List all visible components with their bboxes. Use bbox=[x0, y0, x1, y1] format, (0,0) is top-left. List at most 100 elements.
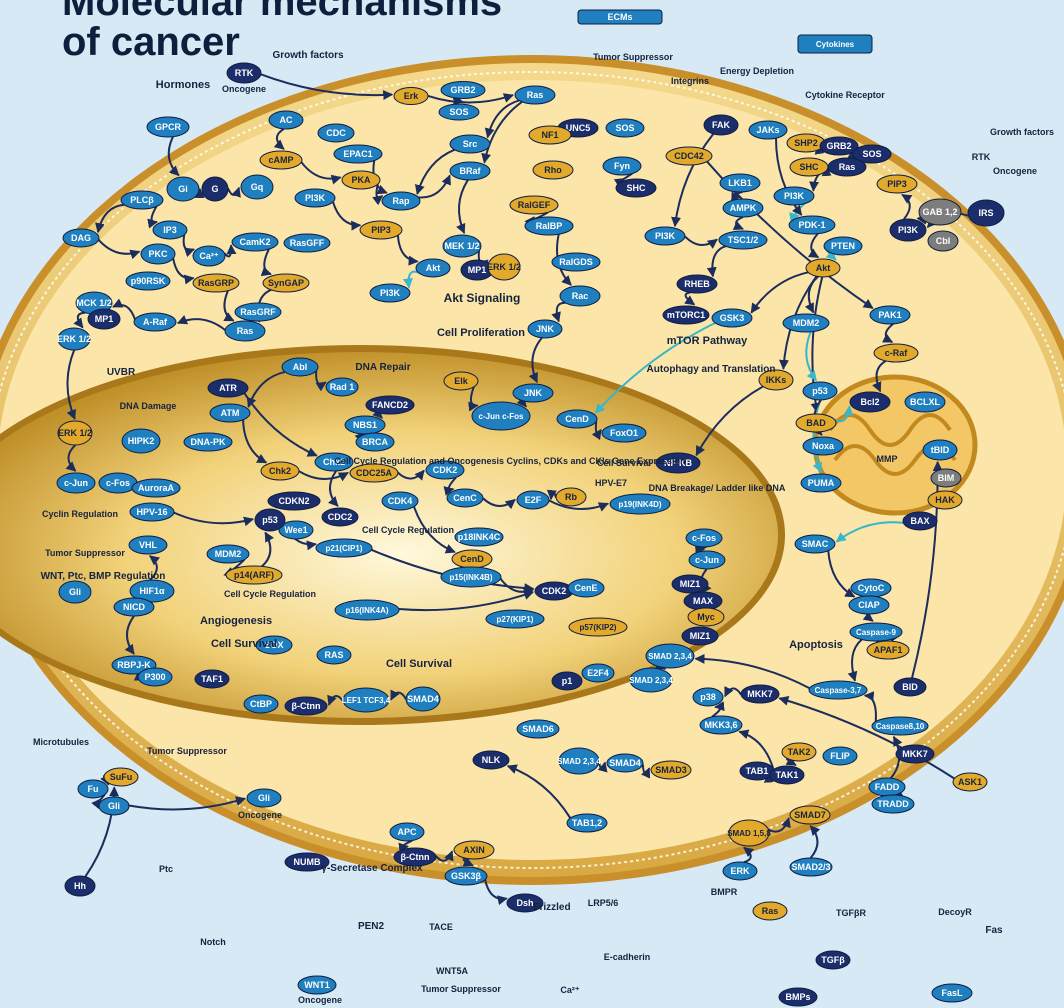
node-rasgrf2: RasGRF bbox=[235, 303, 281, 321]
node-flip: FLIP bbox=[823, 747, 857, 765]
node-cbl-label: Cbl bbox=[936, 236, 951, 246]
node-noxa: Noxa bbox=[803, 437, 843, 455]
node-rtk1-label: RTK bbox=[235, 68, 254, 78]
node-hh: Hh bbox=[65, 876, 95, 896]
node-grb2_r: GRB2 bbox=[820, 137, 858, 155]
node-mdm2: MDM2 bbox=[783, 314, 829, 332]
node-rasgrp-label: RasGRP bbox=[198, 278, 234, 288]
node-wee1-label: Wee1 bbox=[284, 525, 307, 535]
node-erk_b: ERK bbox=[723, 862, 757, 880]
node-tak2-label: TAK2 bbox=[788, 747, 811, 757]
node-p300-label: P300 bbox=[144, 672, 165, 682]
node-p53_n-label: p53 bbox=[262, 515, 278, 525]
node-ikk-label: IKKs bbox=[766, 375, 787, 385]
node-cfos_l-label: c-Fos bbox=[106, 478, 130, 488]
node-smac-label: SMAC bbox=[802, 539, 829, 549]
label-tace: TACE bbox=[429, 922, 453, 932]
node-noxa-label: Noxa bbox=[812, 441, 835, 451]
node-ca-label: Ca²⁺ bbox=[199, 251, 219, 261]
node-pi3k_l: PI3K bbox=[295, 189, 335, 207]
node-rad: Rad 1 bbox=[326, 378, 358, 396]
node-hbk: HAK bbox=[928, 491, 962, 509]
node-fyn: Fyn bbox=[603, 157, 641, 175]
node-sos2-label: SOS bbox=[615, 123, 634, 133]
node-ras_c: Ras bbox=[225, 321, 265, 341]
node-p300: P300 bbox=[138, 668, 172, 686]
node-sos_top: SOS bbox=[439, 104, 479, 120]
node-ras_n-label: RAS bbox=[324, 650, 343, 660]
node-erk12_c: ERK 1/2 bbox=[487, 254, 521, 280]
node-smad7-label: SMAD7 bbox=[794, 810, 826, 820]
label-tumor_supp_w: Tumor Suppressor bbox=[421, 984, 501, 994]
node-nlk: NLK bbox=[473, 751, 509, 769]
node-abl-label: Abl bbox=[293, 362, 308, 372]
node-pi3k_r-label: PI3K bbox=[784, 191, 805, 201]
node-cdk4-label: CDK4 bbox=[388, 496, 413, 506]
node-erk_top: Erk bbox=[394, 88, 428, 105]
label-wnt5a: WNT5A bbox=[436, 966, 468, 976]
node-grb2_top-label: GRB2 bbox=[450, 85, 475, 95]
node-jnk_c-label: JNK bbox=[536, 324, 555, 334]
node-lkb1-label: LKB1 bbox=[728, 178, 752, 188]
label-angiogenesis: Angiogenesis bbox=[200, 615, 272, 627]
node-casp810: Caspase8,10 bbox=[872, 717, 928, 735]
node-ctbp: CtBP bbox=[244, 695, 278, 713]
node-p27: p27(KIP1) bbox=[486, 610, 544, 628]
node-chk2: Chk2 bbox=[261, 462, 299, 480]
node-bclxl-label: BCLXL bbox=[910, 397, 940, 407]
node-p15: p15(INK4B) bbox=[441, 567, 501, 587]
node-p21-label: p21(CIP1) bbox=[326, 544, 363, 553]
node-pkc-label: PKC bbox=[148, 249, 168, 259]
node-pi3k_r: PI3K bbox=[774, 187, 814, 205]
node-jaks: JAKs bbox=[749, 121, 787, 139]
label-hpv_e7: HPV-E7 bbox=[595, 478, 627, 488]
node-shp2: SHP2 bbox=[787, 134, 825, 152]
node-p90: p90RSK bbox=[126, 272, 170, 290]
label-cytokine_rec: Cytokine Receptor bbox=[805, 90, 885, 100]
node-taf1-label: TAF1 bbox=[201, 674, 223, 684]
node-nbs1-label: NBS1 bbox=[353, 420, 377, 430]
node-tak1-label: TAK1 bbox=[776, 770, 799, 780]
node-gli_r: Gli bbox=[247, 789, 281, 807]
label-fas: Fas bbox=[985, 925, 1003, 936]
node-pi3k_c-label: PI3K bbox=[380, 288, 401, 298]
label-cell_survival_n: Cell Survival bbox=[597, 458, 651, 468]
node-pkc: PKC bbox=[141, 244, 175, 264]
node-g_c: G bbox=[202, 177, 228, 201]
node-bcl2: Bcl2 bbox=[850, 392, 890, 412]
node-pi3k_l-label: PI3K bbox=[305, 193, 326, 203]
node-apc-label: APC bbox=[397, 827, 417, 837]
node-sufu-label: SuFu bbox=[110, 772, 133, 782]
node-pi3k_c: PI3K bbox=[370, 284, 410, 302]
node-gsk3b-label: GSK3β bbox=[451, 871, 482, 881]
node-cfos_n: c-Fos bbox=[686, 529, 722, 547]
label-gamma_sec: γ-Secretase Complex bbox=[321, 863, 423, 874]
node-plc: PLCβ bbox=[121, 191, 163, 209]
node-grb2_top: GRB2 bbox=[441, 82, 485, 99]
node-pdk1: PDK-1 bbox=[789, 216, 835, 234]
node-aurora: AuroraA bbox=[132, 479, 180, 497]
node-fu: Fu bbox=[78, 780, 108, 798]
node-gli_c: Gli bbox=[99, 797, 129, 815]
node-smad4-label: SMAD4 bbox=[407, 694, 439, 704]
node-jnk_n-label: JNK bbox=[524, 388, 543, 398]
node-gab-label: GAB 1,2 bbox=[922, 207, 957, 217]
node-tsc: TSC1/2 bbox=[719, 231, 767, 249]
node-bid_m-label: tBID bbox=[931, 445, 950, 455]
node-p18-label: p18INK4C bbox=[458, 532, 501, 542]
label-dna_repair: DNA Repair bbox=[355, 362, 410, 373]
node-pten-label: PTEN bbox=[831, 241, 855, 251]
node-rad-label: Rad 1 bbox=[330, 382, 355, 392]
node-erk12_c-label: ERK 1/2 bbox=[487, 262, 521, 272]
node-cdc-label: CDC bbox=[326, 128, 346, 138]
node-gq-label: Gq bbox=[251, 182, 264, 192]
label-integrins: Integrins bbox=[671, 76, 709, 86]
label-decoyr: DecoyR bbox=[938, 907, 972, 917]
node-tgfb-label: TGFβ bbox=[821, 955, 845, 965]
node-gli_r-label: Gli bbox=[258, 793, 270, 803]
node-smad234-label: SMAD 2,3,4 bbox=[648, 652, 692, 661]
node-craf: c-Raf bbox=[874, 344, 918, 362]
node-rap: Rap bbox=[382, 192, 420, 210]
